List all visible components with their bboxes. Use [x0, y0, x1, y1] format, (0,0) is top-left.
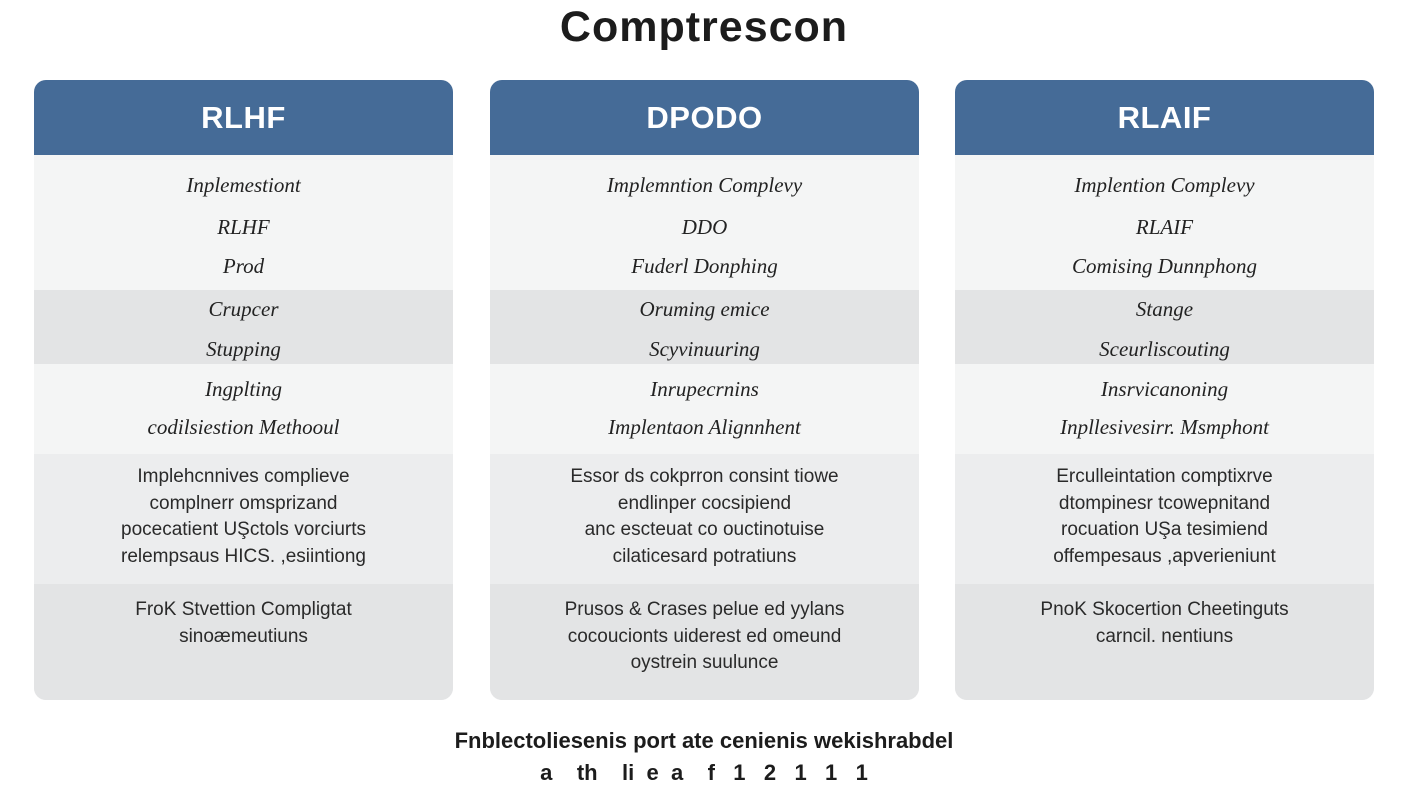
paragraph-line: relempsaus HICS. ,esiintiong: [121, 545, 366, 567]
comparison-card-dpodo: DPODO Implemntion Complevy DDO Fuderl Do…: [490, 80, 919, 700]
card-section: Prusos & Crases pelue ed yylans cocoucio…: [490, 584, 919, 700]
card-section: Essor ds cokprron consint tiowe endlinpe…: [490, 454, 919, 584]
card-cell: Ingplting: [205, 377, 282, 401]
paragraph-line: oystrein suulunce: [630, 652, 779, 673]
card-cell: Stupping: [206, 337, 281, 361]
card-section: PnoK Skocertion Cheetinguts carncil. nen…: [955, 584, 1374, 700]
card-paragraph: FroK Stvettion Compligtat sinoæmeutiuns: [34, 597, 453, 650]
card-section: Implemntion Complevy DDO Fuderl Donphing: [490, 155, 919, 290]
card-cell: Implemntion Complevy: [606, 173, 803, 197]
card-section: Oruming emice Scyvinuuring: [490, 290, 919, 364]
card-section: Erculleintation comptixrve dtompinesr tc…: [955, 454, 1374, 584]
card-paragraph: PnoK Skocertion Cheetinguts carncil. nen…: [955, 597, 1374, 650]
card-paragraph: Essor ds cokprron consint tiowe endlinpe…: [490, 464, 919, 570]
card-cell: RLHF: [217, 215, 270, 239]
card-cell: Comising Dunnphong: [1072, 254, 1257, 278]
card-section: Crupcer Stupping: [34, 290, 453, 364]
card-paragraph: Implehcnnives complieve complnerr omspri…: [34, 464, 453, 570]
card-section: Inplemestiont RLHF Prod: [34, 155, 453, 290]
card-cell: Inpllesivesirr. Msmphont: [1060, 415, 1269, 439]
card-cell: Fuderl Donphing: [631, 254, 778, 278]
card-cell: Oruming emice: [639, 297, 770, 321]
card-cell: Insrvicanoning: [1100, 377, 1229, 401]
footer-note-cutoff: a th li e a f 1 2 1 1 1: [540, 760, 868, 785]
card-section: Stange Sceurliscouting: [955, 290, 1374, 364]
card-cell: DDO: [681, 215, 728, 239]
paragraph-line: complnerr omsprizand: [149, 492, 338, 514]
card-cell: Prod: [222, 254, 265, 278]
paragraph-line: endlinper cocsipiend: [617, 492, 792, 514]
card-cell: Implention Complevy: [1074, 173, 1255, 197]
paragraph-line: FroK Stvettion Compligtat: [135, 599, 352, 620]
card-header: RLAIF: [955, 80, 1374, 155]
card-header: DPODO: [490, 80, 919, 155]
card-cell: Crupcer: [208, 297, 279, 321]
card-cell: codilsiestion Methooul: [147, 415, 340, 439]
paragraph-line: cocoucionts uiderest ed omeund: [567, 625, 842, 647]
card-paragraph: Prusos & Crases pelue ed yylans cocoucio…: [490, 597, 919, 677]
paragraph-line: offempesaus ,apverieniunt: [1053, 545, 1276, 567]
card-section: FroK Stvettion Compligtat sinoæmeutiuns: [34, 584, 453, 700]
paragraph-line: Implehcnnives complieve: [137, 466, 350, 487]
comparison-card-rlhf: RLHF Inplemestiont RLHF Prod Crupcer Stu…: [34, 80, 453, 700]
paragraph-line: sinoæmeutiuns: [179, 625, 308, 647]
card-cell: Scyvinuuring: [649, 337, 760, 361]
card-paragraph: Erculleintation comptixrve dtompinesr tc…: [955, 464, 1374, 570]
paragraph-line: carncil. nentiuns: [1095, 625, 1234, 647]
paragraph-line: pocecatient UŞctols vorciurts: [121, 519, 366, 540]
paragraph-line: Prusos & Crases pelue ed yylans: [564, 599, 845, 620]
card-cell: Inrupecrnins: [650, 377, 759, 401]
card-header: RLHF: [34, 80, 453, 155]
footer-note: Fnblectoliesenis port ate cenienis wekis…: [454, 728, 954, 753]
comparison-card-rlaif: RLAIF Implention Complevy RLAIF Comising…: [955, 80, 1374, 700]
card-section: Ingplting codilsiestion Methooul: [34, 364, 453, 454]
card-cell: Implentaon Alignnhent: [608, 415, 801, 439]
card-cell: RLAIF: [1135, 215, 1194, 239]
paragraph-line: Erculleintation comptixrve: [1056, 466, 1273, 487]
card-cell: Stange: [1135, 297, 1194, 321]
card-section: Inrupecrnins Implentaon Alignnhent: [490, 364, 919, 454]
paragraph-line: Essor ds cokprron consint tiowe: [570, 466, 839, 487]
card-section: Insrvicanoning Inpllesivesirr. Msmphont: [955, 364, 1374, 454]
paragraph-line: rocuation UŞa tesimiend: [1061, 519, 1268, 540]
paragraph-line: PnoK Skocertion Cheetinguts: [1040, 599, 1289, 620]
card-cell: Inplemestiont: [186, 173, 301, 197]
paragraph-line: anc escteuat co ouctinotuise: [584, 519, 825, 540]
paragraph-line: dtompinesr tcowepnitand: [1058, 492, 1271, 514]
paragraph-line: cilaticesard potratiuns: [612, 545, 797, 567]
card-section: Implehcnnives complieve complnerr omspri…: [34, 454, 453, 584]
card-cell: Sceurliscouting: [1099, 337, 1230, 361]
card-section: Implention Complevy RLAIF Comising Dunnp…: [955, 155, 1374, 290]
page-title: Comptrescon: [559, 3, 849, 51]
